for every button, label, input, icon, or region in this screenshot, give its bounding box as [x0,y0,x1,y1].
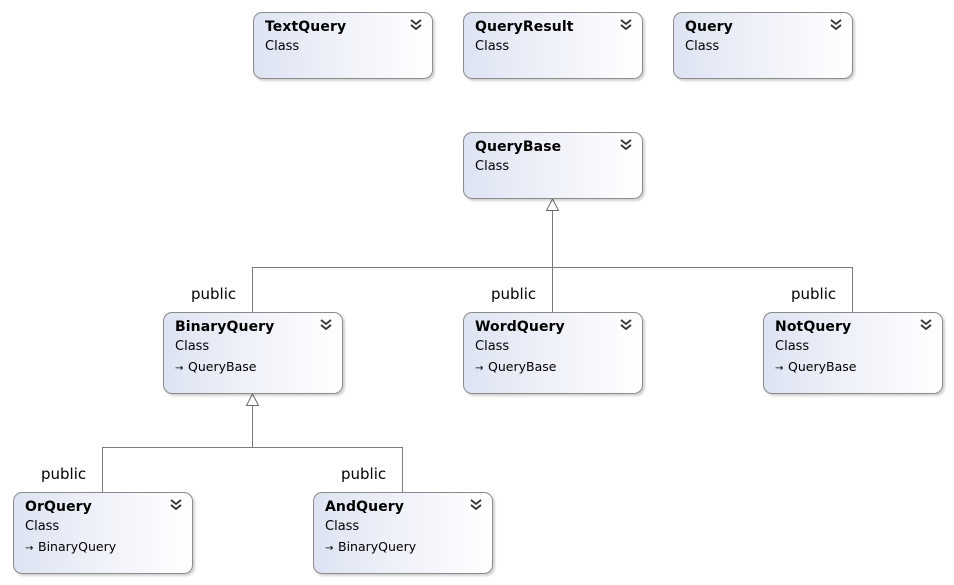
double-chevron-down-icon[interactable] [619,138,633,152]
class-stereotype: Class [25,519,60,534]
base-class-name: QueryBase [488,359,557,374]
class-name: Query [685,19,733,35]
access-label-binaryquery: public [191,285,237,303]
base-class-name: BinaryQuery [38,539,117,554]
base-class-name: QueryBase [188,359,257,374]
class-name: BinaryQuery [175,319,275,335]
base-class-row: → BinaryQuery [25,537,182,558]
class-stereotype: Class [175,339,210,354]
class-stereotype: Class [475,39,510,54]
class-box-query[interactable]: Query Class [673,12,853,79]
class-box-queryresult[interactable]: QueryResult Class [463,12,643,79]
inheritance-arrow-icon: → [25,543,34,554]
access-label-notquery: public [791,285,837,303]
class-name: QueryBase [475,139,562,155]
class-stereotype: Class [475,339,510,354]
base-class-row: → QueryBase [775,357,932,378]
class-stereotype: Class [475,159,510,174]
class-stereotype: Class [265,39,300,54]
class-box-textquery[interactable]: TextQuery Class [253,12,433,79]
inheritance-arrow-icon: → [775,363,784,374]
double-chevron-down-icon[interactable] [169,498,183,512]
base-class-row: → QueryBase [175,357,332,378]
class-name: TextQuery [265,19,347,35]
base-class-name: QueryBase [788,359,857,374]
base-class-row: → BinaryQuery [325,537,482,558]
double-chevron-down-icon[interactable] [469,498,483,512]
access-label-andquery: public [341,465,387,483]
double-chevron-down-icon[interactable] [409,18,423,32]
class-name: NotQuery [775,319,852,335]
class-stereotype: Class [685,39,720,54]
class-stereotype: Class [325,519,360,534]
inheritance-arrow-icon: → [325,543,334,554]
class-stereotype: Class [775,339,810,354]
class-name: WordQuery [475,319,565,335]
access-label-orquery: public [41,465,87,483]
double-chevron-down-icon[interactable] [319,318,333,332]
class-box-binaryquery[interactable]: BinaryQuery Class → QueryBase [163,312,343,394]
class-name: OrQuery [25,499,92,515]
inheritance-arrow-icon: → [475,363,484,374]
double-chevron-down-icon[interactable] [919,318,933,332]
class-box-querybase[interactable]: QueryBase Class [463,132,643,199]
inheritance-triangle-binaryquery [245,392,260,406]
inheritance-triangle-querybase [545,197,560,211]
double-chevron-down-icon[interactable] [619,18,633,32]
inheritance-arrow-icon: → [175,363,184,374]
class-box-notquery[interactable]: NotQuery Class → QueryBase [763,312,943,394]
class-name: AndQuery [325,499,405,515]
class-box-wordquery[interactable]: WordQuery Class → QueryBase [463,312,643,394]
class-name: QueryResult [475,19,574,35]
class-box-orquery[interactable]: OrQuery Class → BinaryQuery [13,492,193,574]
access-label-wordquery: public [491,285,537,303]
double-chevron-down-icon[interactable] [829,18,843,32]
double-chevron-down-icon[interactable] [619,318,633,332]
base-class-row: → QueryBase [475,357,632,378]
class-box-andquery[interactable]: AndQuery Class → BinaryQuery [313,492,493,574]
base-class-name: BinaryQuery [338,539,417,554]
